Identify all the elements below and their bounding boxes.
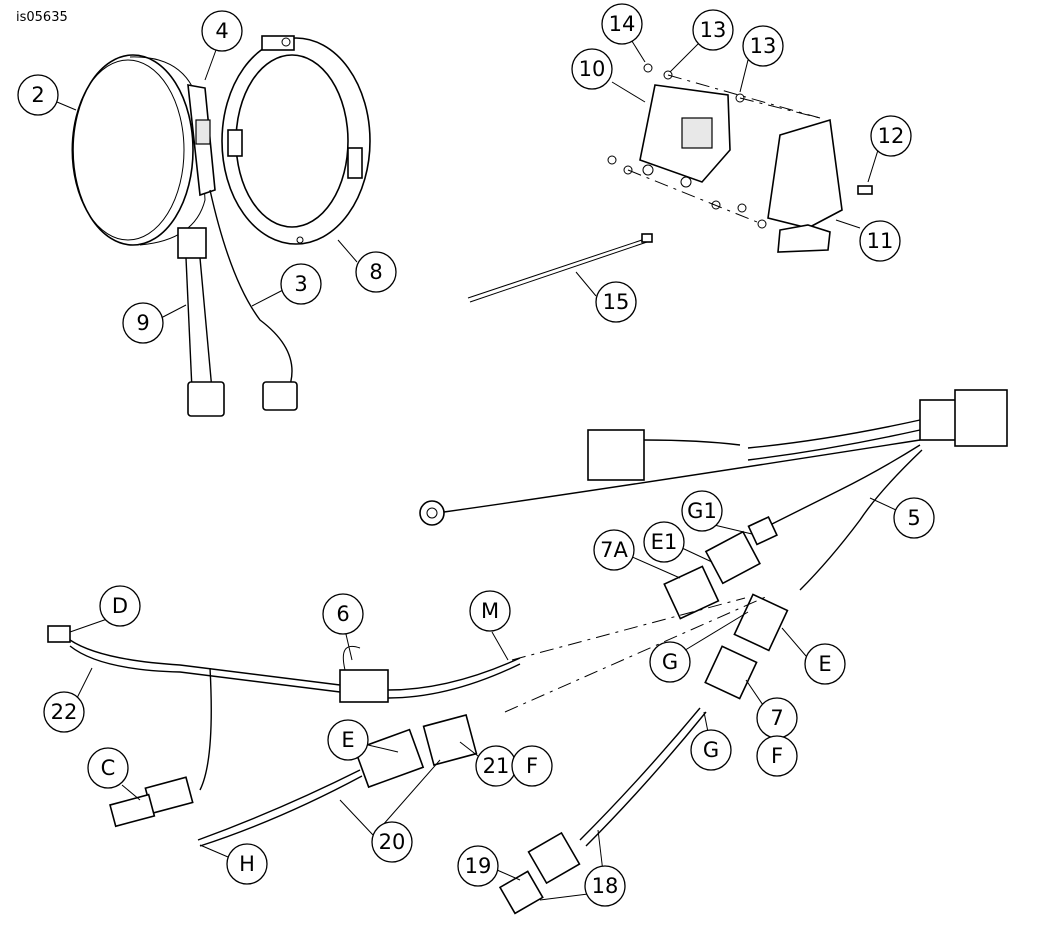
callout-e2: E [327, 719, 369, 761]
callout-h: H [226, 843, 268, 885]
leader-lines [56, 37, 897, 901]
callout-c: C [87, 747, 129, 789]
lamp-harness [209, 189, 298, 411]
callout-12: 12 [870, 115, 912, 157]
svg-text:C: C [101, 756, 116, 780]
headlamp-bracket [187, 84, 216, 197]
svg-text:H: H [239, 852, 255, 876]
callout-4: 4 [201, 10, 243, 52]
callout-19: 19 [457, 845, 499, 887]
svg-text:9: 9 [136, 311, 149, 335]
callout-e1: E1 [643, 521, 685, 563]
svg-text:F: F [526, 754, 538, 778]
callout-10: 10 [571, 48, 613, 90]
callout-7: 7 [756, 697, 798, 739]
harness-18 [498, 707, 707, 915]
svg-text:13: 13 [700, 18, 727, 42]
connector-g1 [747, 515, 778, 546]
svg-text:5: 5 [907, 506, 920, 530]
svg-text:G: G [703, 738, 719, 762]
callout-m: M [469, 590, 511, 632]
callout-3: 3 [280, 263, 322, 305]
svg-text:E: E [818, 652, 831, 676]
svg-text:E1: E1 [651, 530, 678, 554]
connector-e [733, 593, 789, 652]
cable-strap [467, 233, 653, 303]
svg-text:15: 15 [603, 290, 630, 314]
svg-text:8: 8 [369, 260, 382, 284]
svg-text:6: 6 [336, 602, 349, 626]
callout-f: F [511, 745, 553, 787]
callout-15: 15 [595, 281, 637, 323]
svg-text:20: 20 [379, 830, 406, 854]
svg-text:18: 18 [592, 874, 619, 898]
svg-text:E: E [341, 728, 354, 752]
trim-ring [221, 35, 371, 245]
callout-5: 5 [893, 497, 935, 539]
accessory-harness [47, 625, 521, 828]
callout-g: G [649, 641, 691, 683]
control-module [639, 84, 731, 188]
connector-7 [704, 645, 758, 700]
module-bracket [767, 118, 843, 253]
svg-text:14: 14 [609, 12, 636, 36]
main-harness [419, 389, 1008, 591]
callout-13a: 13 [692, 9, 734, 51]
svg-text:D: D [112, 594, 128, 618]
callout-e: E [804, 643, 846, 685]
svg-text:11: 11 [867, 229, 894, 253]
callout-9: 9 [122, 302, 164, 344]
svg-text:12: 12 [878, 124, 905, 148]
svg-text:2: 2 [31, 83, 44, 107]
callout-d: D [99, 585, 141, 627]
callout-11: 11 [859, 220, 901, 262]
fasteners [607, 63, 873, 229]
callout-7a: 7A [593, 529, 635, 571]
svg-text:21: 21 [483, 754, 510, 778]
svg-text:G: G [662, 650, 678, 674]
svg-text:M: M [481, 599, 499, 623]
svg-text:19: 19 [465, 854, 492, 878]
connector-e1 [704, 530, 761, 585]
callout-18: 18 [584, 865, 626, 907]
svg-text:G1: G1 [687, 499, 717, 523]
callout-21: 21 [475, 745, 517, 787]
svg-text:22: 22 [51, 700, 78, 724]
harness-20 [197, 714, 478, 847]
svg-text:13: 13 [750, 34, 777, 58]
callout-6: 6 [322, 593, 364, 635]
svg-text:10: 10 [579, 57, 606, 81]
callout-14: 14 [601, 3, 643, 45]
callout-g2: G [690, 729, 732, 771]
headlamp-lens [71, 54, 206, 246]
callout-f2: F [756, 735, 798, 777]
svg-text:3: 3 [294, 272, 307, 296]
callout-8: 8 [355, 251, 397, 293]
callout-13b: 13 [742, 25, 784, 67]
figure-id: is05635 [16, 10, 68, 25]
callout-20: 20 [371, 821, 413, 863]
connector-7a [663, 565, 720, 620]
adapter-harness [177, 227, 225, 417]
svg-text:7A: 7A [600, 538, 628, 562]
callout-22: 22 [43, 691, 85, 733]
callout-g1: G1 [681, 490, 723, 532]
callout-2: 2 [17, 74, 59, 116]
svg-text:F: F [771, 744, 783, 768]
svg-text:7: 7 [770, 706, 783, 730]
svg-text:4: 4 [215, 19, 228, 43]
